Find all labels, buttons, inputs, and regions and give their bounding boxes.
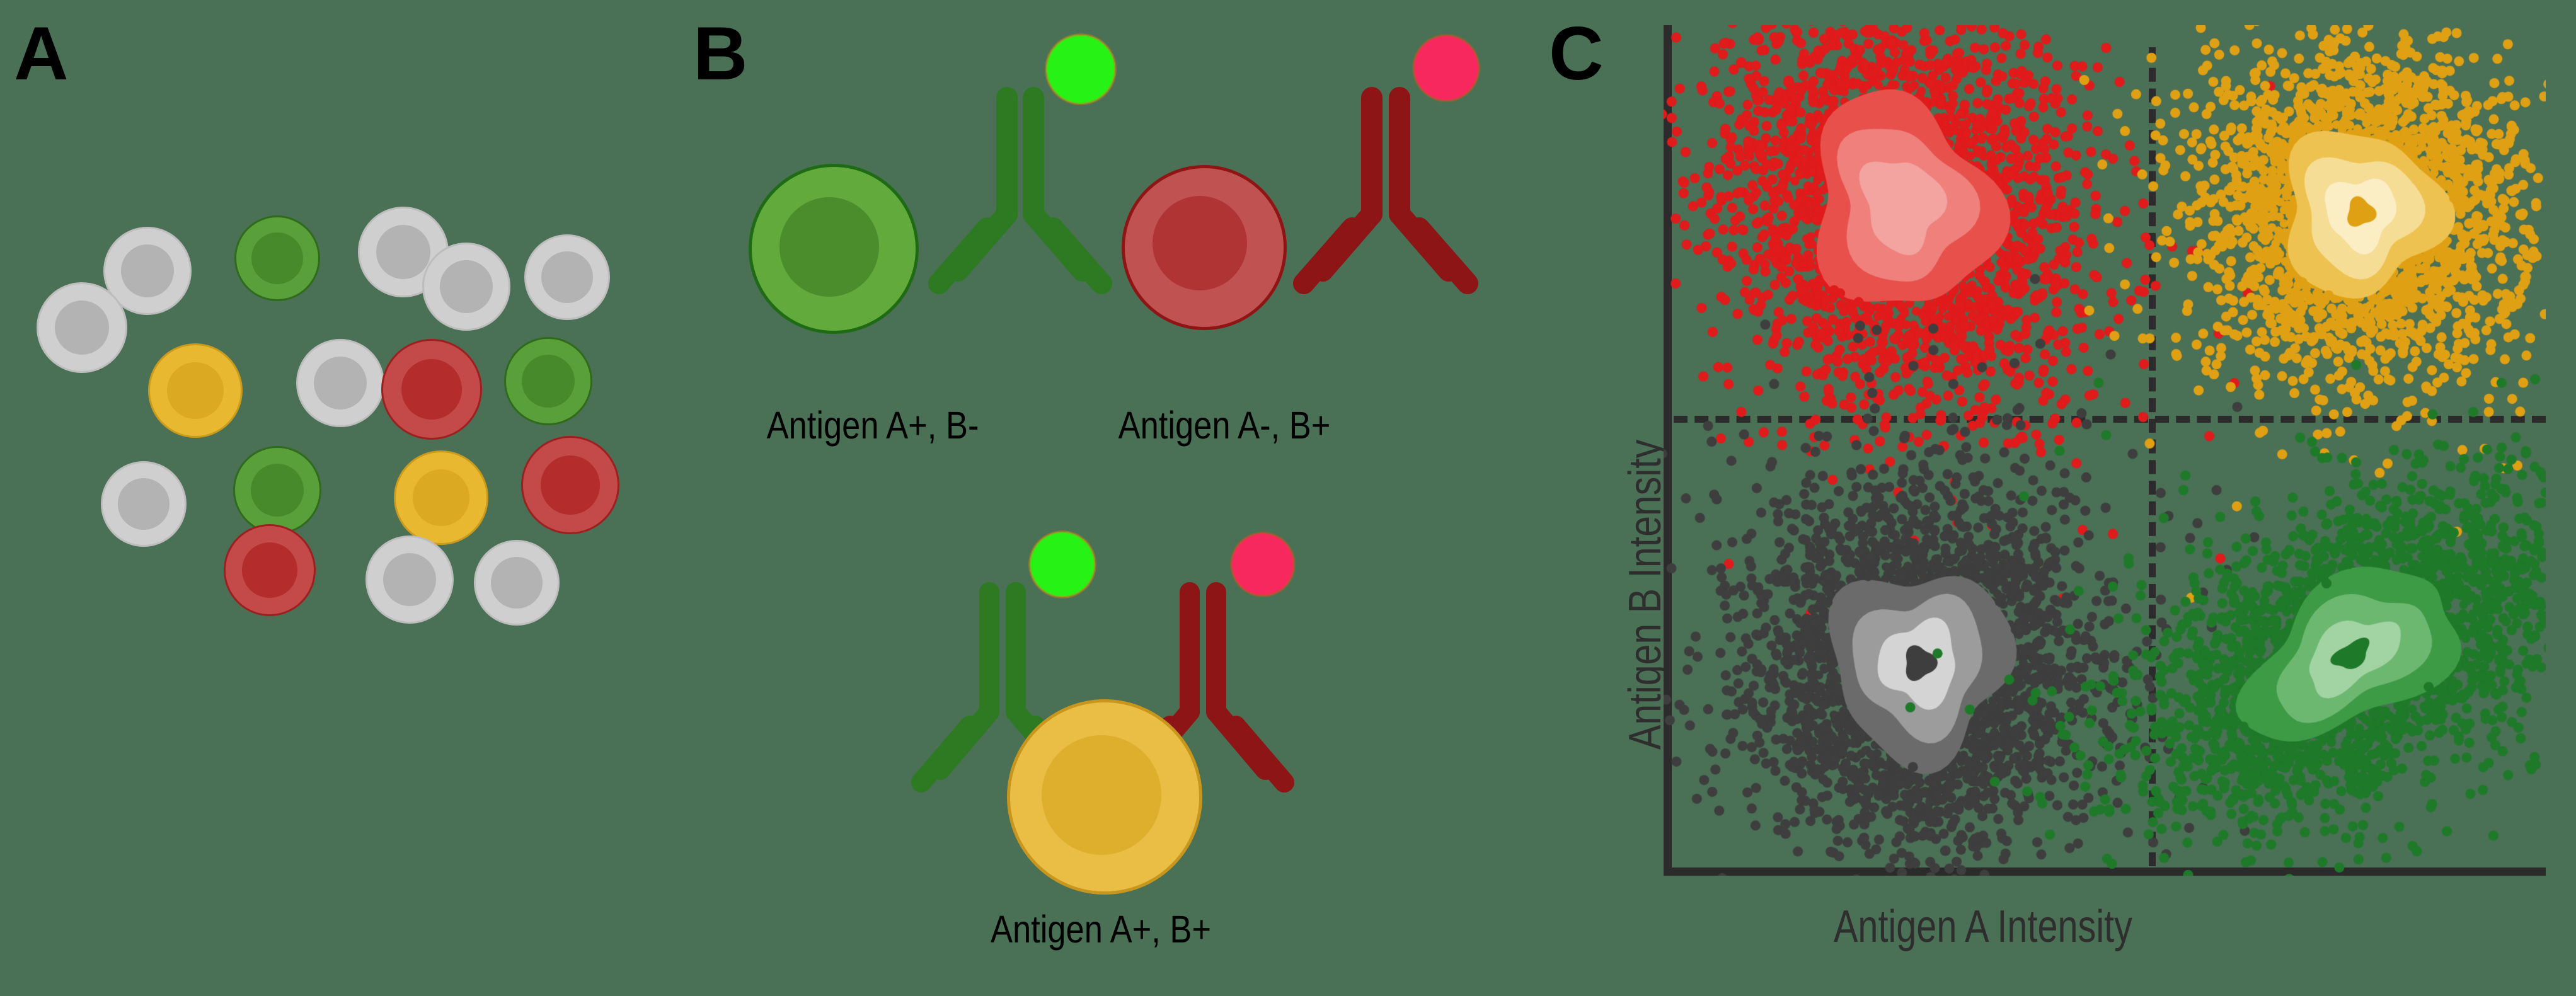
cell-grey bbox=[101, 461, 187, 547]
nucleus bbox=[541, 455, 600, 515]
cell-yellow-antigen-ab bbox=[1007, 699, 1202, 895]
cell-green-antigen-a bbox=[749, 164, 919, 334]
panel-a-letter: A bbox=[14, 11, 69, 96]
fluorophore-red-icon-2 bbox=[1231, 533, 1294, 596]
cell-green bbox=[234, 215, 320, 301]
nucleus bbox=[251, 464, 304, 517]
antibody-red-icon bbox=[1293, 34, 1480, 294]
cell-grey bbox=[37, 282, 127, 373]
label-antigen-a-pos-b-pos: Antigen A+, B+ bbox=[990, 908, 1211, 951]
cell-red bbox=[224, 524, 316, 616]
nucleus bbox=[440, 260, 493, 313]
nucleus bbox=[413, 469, 469, 526]
fluorophore-green-icon bbox=[1046, 35, 1115, 104]
antibody-green-icon bbox=[928, 33, 1117, 294]
nucleus bbox=[54, 300, 110, 355]
cell-green bbox=[504, 337, 592, 425]
cell-red bbox=[381, 339, 482, 440]
nucleus bbox=[522, 355, 575, 408]
label-antigen-a-pos-b-neg: Antigen A+, B- bbox=[766, 404, 979, 447]
nucleus bbox=[121, 244, 174, 297]
fluorophore-green-icon-2 bbox=[1030, 532, 1095, 597]
cell-red bbox=[521, 436, 619, 534]
cell-grey bbox=[365, 535, 454, 624]
cell-yellow bbox=[394, 450, 488, 545]
nucleus bbox=[167, 362, 224, 419]
cell-green bbox=[233, 446, 321, 534]
panel-b-antibody-schematic: B Antigen A+, B- bbox=[681, 0, 1538, 996]
nucleus bbox=[242, 542, 297, 598]
nucleus bbox=[401, 359, 462, 420]
fluorophore-red-icon bbox=[1413, 35, 1479, 101]
cell-grey bbox=[422, 243, 510, 331]
nucleus bbox=[541, 251, 593, 303]
cell-yellow bbox=[148, 343, 243, 438]
cell-grey bbox=[296, 339, 384, 427]
nucleus bbox=[1042, 735, 1161, 855]
nucleus bbox=[1153, 196, 1247, 290]
cell-grey bbox=[474, 540, 560, 626]
label-antigen-a-neg-b-pos: Antigen A-, B+ bbox=[1118, 404, 1331, 447]
panel-b-letter: B bbox=[693, 11, 748, 96]
cluster-antigen-a-pos-b-neg bbox=[1664, 25, 2546, 876]
nucleus bbox=[314, 357, 367, 409]
panel-c-letter: C bbox=[1549, 11, 1604, 96]
nucleus bbox=[118, 478, 170, 530]
scatter-canvas bbox=[1664, 25, 2546, 876]
nucleus bbox=[383, 553, 436, 606]
x-axis-title: Antigen A Intensity bbox=[1834, 902, 2132, 952]
cell-grey bbox=[524, 234, 610, 320]
plot-area bbox=[1664, 25, 2546, 876]
nucleus bbox=[376, 224, 431, 280]
panel-a-mixed-population: A bbox=[0, 0, 681, 996]
panel-c-scatter-plot: C Antigen B Intensity Antigen A Intensit… bbox=[1538, 0, 2576, 996]
cell-red-antigen-b bbox=[1122, 165, 1287, 330]
nucleus bbox=[779, 197, 879, 297]
nucleus bbox=[251, 232, 303, 284]
nucleus bbox=[491, 557, 543, 609]
